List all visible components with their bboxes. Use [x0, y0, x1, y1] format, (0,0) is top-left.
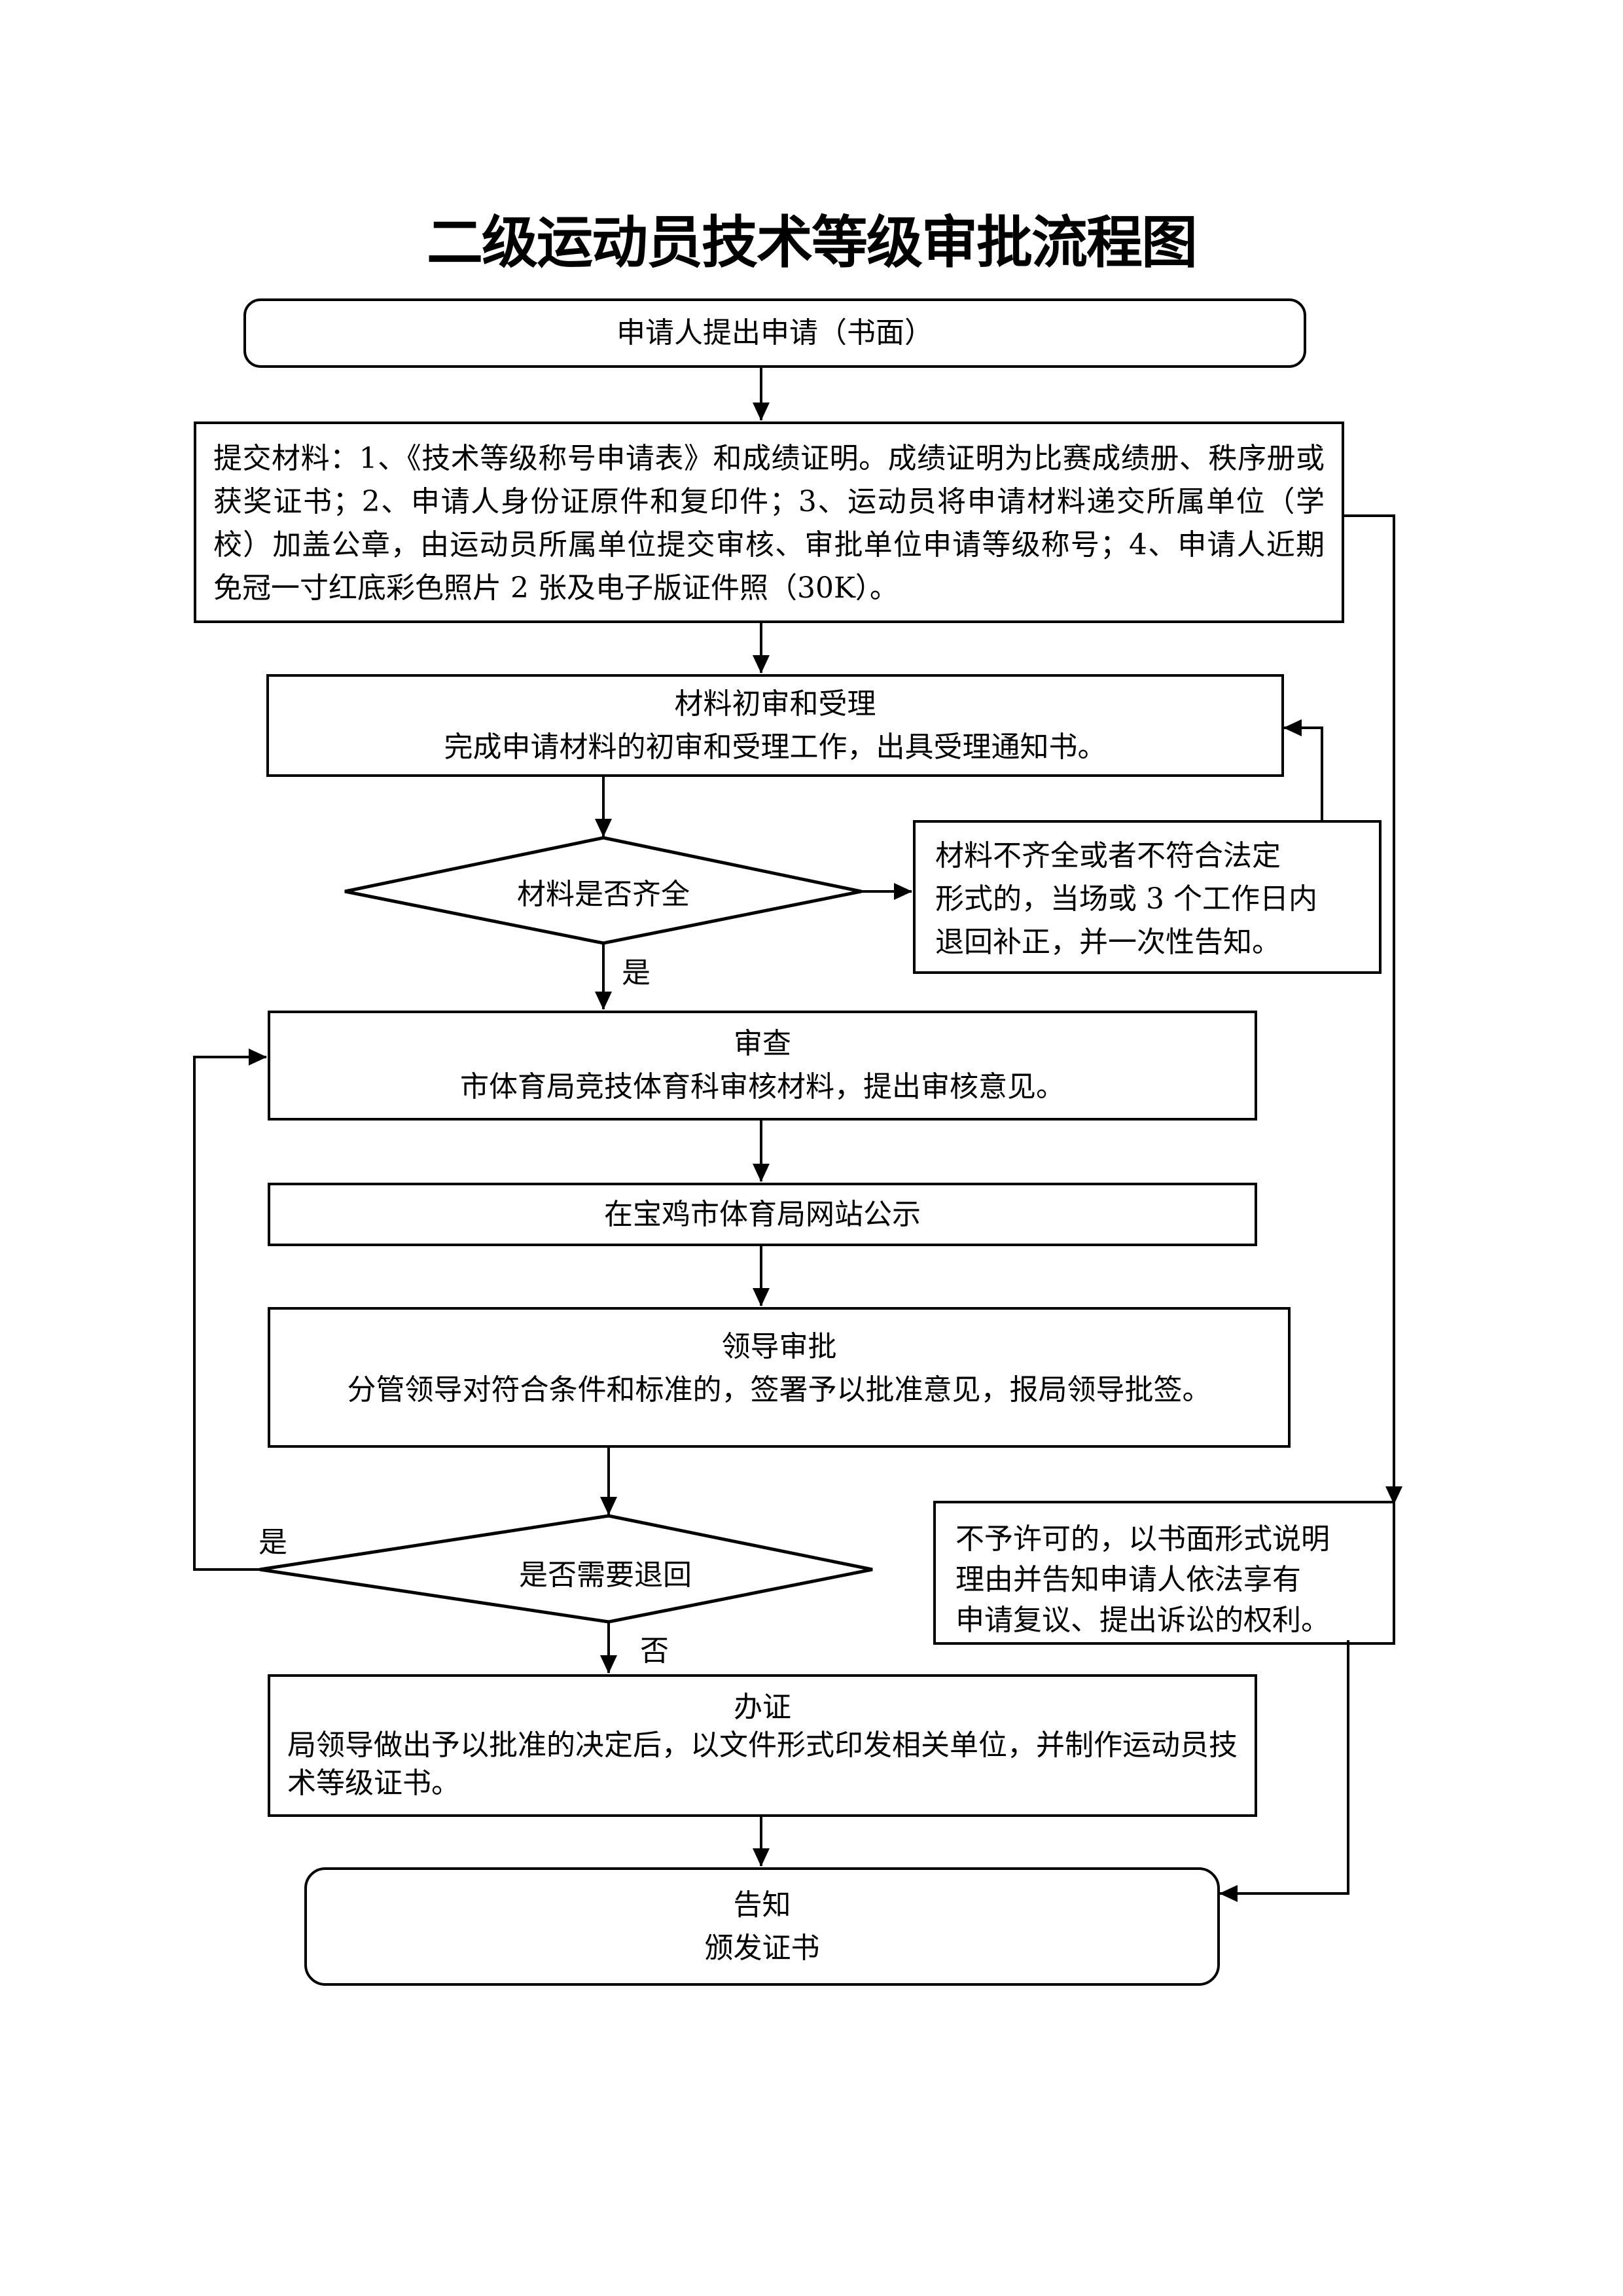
node-publicity-text: 在宝鸡市体育局网站公示 [604, 1197, 921, 1231]
node-incomplete-line-2: 形式的，当场或 3 个工作日内 [935, 882, 1317, 916]
node-apply: 申请人提出申请（书面） [243, 298, 1306, 368]
node-leader-approval: 领导审批 分管领导对符合条件和标准的，签署予以批准意见，报局领导批签。 [268, 1307, 1291, 1448]
page-title: 二级运动员技术等级审批流程图 [427, 209, 1198, 276]
edge-label-return-yes: 是 [259, 1526, 287, 1559]
node-materials: 提交材料：1、《技术等级称号申请表》和成绩证明。成绩证明为比赛成绩册、秩序册或获… [194, 422, 1344, 623]
edge-rejection-notify [1219, 1640, 1349, 1902]
node-incomplete-line-1: 材料不齐全或者不符合法定 [935, 839, 1281, 872]
node-certificate-title: 办证 [734, 1691, 791, 1724]
node-leader-approval-text: 分管领导对符合条件和标准的，签署予以批准意见，报局领导批签。 [347, 1373, 1211, 1407]
edge-incomplete-initial [1283, 719, 1323, 820]
node-incomplete-line-3: 退回补正，并一次性告知。 [935, 925, 1281, 959]
node-notify: 告知 颁发证书 [304, 1867, 1220, 1986]
edge-label-return-no: 否 [640, 1634, 669, 1668]
node-materials-text: 提交材料：1、《技术等级称号申请表》和成绩证明。成绩证明为比赛成绩册、秩序册或获… [213, 442, 1325, 605]
decision-complete-text: 材料是否齐全 [517, 878, 690, 911]
node-review: 审查 市体育局竞技体育科审核材料，提出审核意见。 [268, 1011, 1257, 1121]
node-rejection-note: 不予许可的，以书面形式说明 理由并告知申请人依法享有 申请复议、提出诉讼的权利。 [933, 1501, 1395, 1645]
node-rejection-line-2: 理由并告知申请人依法享有 [955, 1563, 1301, 1596]
edge-return-review [193, 1049, 267, 1571]
node-initial-review: 材料初审和受理 完成申请材料的初审和受理工作，出具受理通知书。 [266, 674, 1284, 777]
edge-materials-rejection [1344, 514, 1402, 1505]
node-rejection-line-3: 申请复议、提出诉讼的权利。 [955, 1604, 1330, 1637]
decision-return-text: 是否需要退回 [519, 1558, 692, 1592]
node-review-text: 市体育局竞技体育科审核材料，提出审核意见。 [460, 1070, 1065, 1103]
node-notify-text: 颁发证书 [704, 1931, 820, 1965]
node-review-title: 审查 [734, 1027, 791, 1060]
node-rejection-line-1: 不予许可的，以书面形式说明 [955, 1522, 1330, 1556]
node-initial-review-title: 材料初审和受理 [674, 687, 876, 721]
edge-label-complete-yes: 是 [622, 956, 651, 990]
node-incomplete-note: 材料不齐全或者不符合法定 形式的，当场或 3 个工作日内 退回补正，并一次性告知… [913, 820, 1382, 974]
node-notify-title: 告知 [733, 1888, 791, 1922]
node-leader-approval-title: 领导审批 [721, 1330, 837, 1363]
node-initial-review-text: 完成申请材料的初审和受理工作，出具受理通知书。 [444, 730, 1107, 764]
node-certificate: 办证 局领导做出予以批准的决定后，以文件形式印发相关单位，并制作运动员技术等级证… [268, 1674, 1257, 1817]
node-certificate-text: 局领导做出予以批准的决定后，以文件形式印发相关单位，并制作运动员技术等级证书。 [287, 1729, 1238, 1800]
node-apply-text: 申请人提出申请（书面） [616, 316, 933, 350]
node-publicity: 在宝鸡市体育局网站公示 [268, 1183, 1257, 1246]
